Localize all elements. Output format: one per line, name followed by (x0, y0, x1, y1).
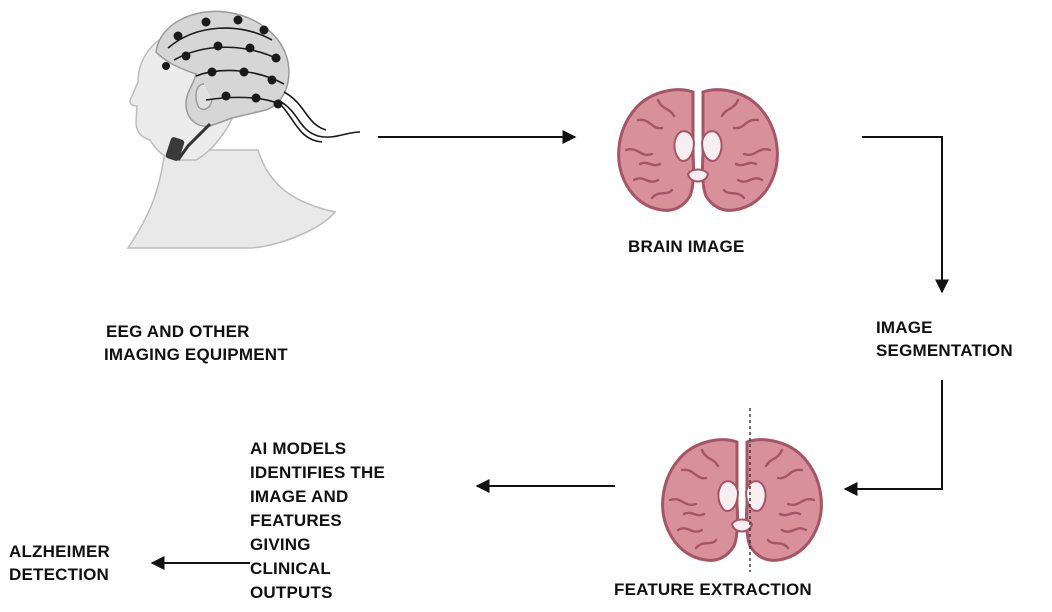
arrow-brain-to-segmentation (862, 137, 942, 292)
feature-extraction-text: FEATURE EXTRACTION (614, 578, 812, 601)
alzheimer-line: DETECTION (9, 563, 110, 586)
eeg-head-icon (128, 11, 360, 248)
ai-models-line: OUTPUTS (250, 581, 385, 605)
feature-extraction-label: FEATURE EXTRACTION (614, 578, 812, 601)
brain-split-icon (663, 408, 822, 572)
eeg-equipment-label: EEG AND OTHER IMAGING EQUIPMENT (104, 320, 288, 366)
image-segmentation-line: SEGMENTATION (876, 339, 1013, 362)
image-segmentation-label: IMAGE SEGMENTATION (876, 316, 1013, 362)
ai-models-label: AI MODELS IDENTIFIES THE IMAGE AND FEATU… (250, 437, 385, 605)
eeg-equipment-line: IMAGING EQUIPMENT (104, 343, 288, 366)
alzheimer-line: ALZHEIMER (9, 540, 110, 563)
ai-models-line: AI MODELS (250, 437, 385, 461)
ai-models-line: IDENTIFIES THE (250, 461, 385, 485)
brain-image-label: BRAIN IMAGE (628, 235, 744, 258)
brain-image-text: BRAIN IMAGE (628, 235, 744, 258)
ai-models-line: FEATURES (250, 509, 385, 533)
ai-models-line: IMAGE AND (250, 485, 385, 509)
arrow-segmentation-to-features (845, 380, 942, 489)
ai-models-line: CLINICAL (250, 557, 385, 581)
ai-models-line: GIVING (250, 533, 385, 557)
image-segmentation-line: IMAGE (876, 316, 1013, 339)
alzheimer-detection-label: ALZHEIMER DETECTION (9, 540, 110, 586)
eeg-equipment-line: EEG AND OTHER (104, 320, 288, 343)
brain-coronal-icon (619, 90, 778, 211)
